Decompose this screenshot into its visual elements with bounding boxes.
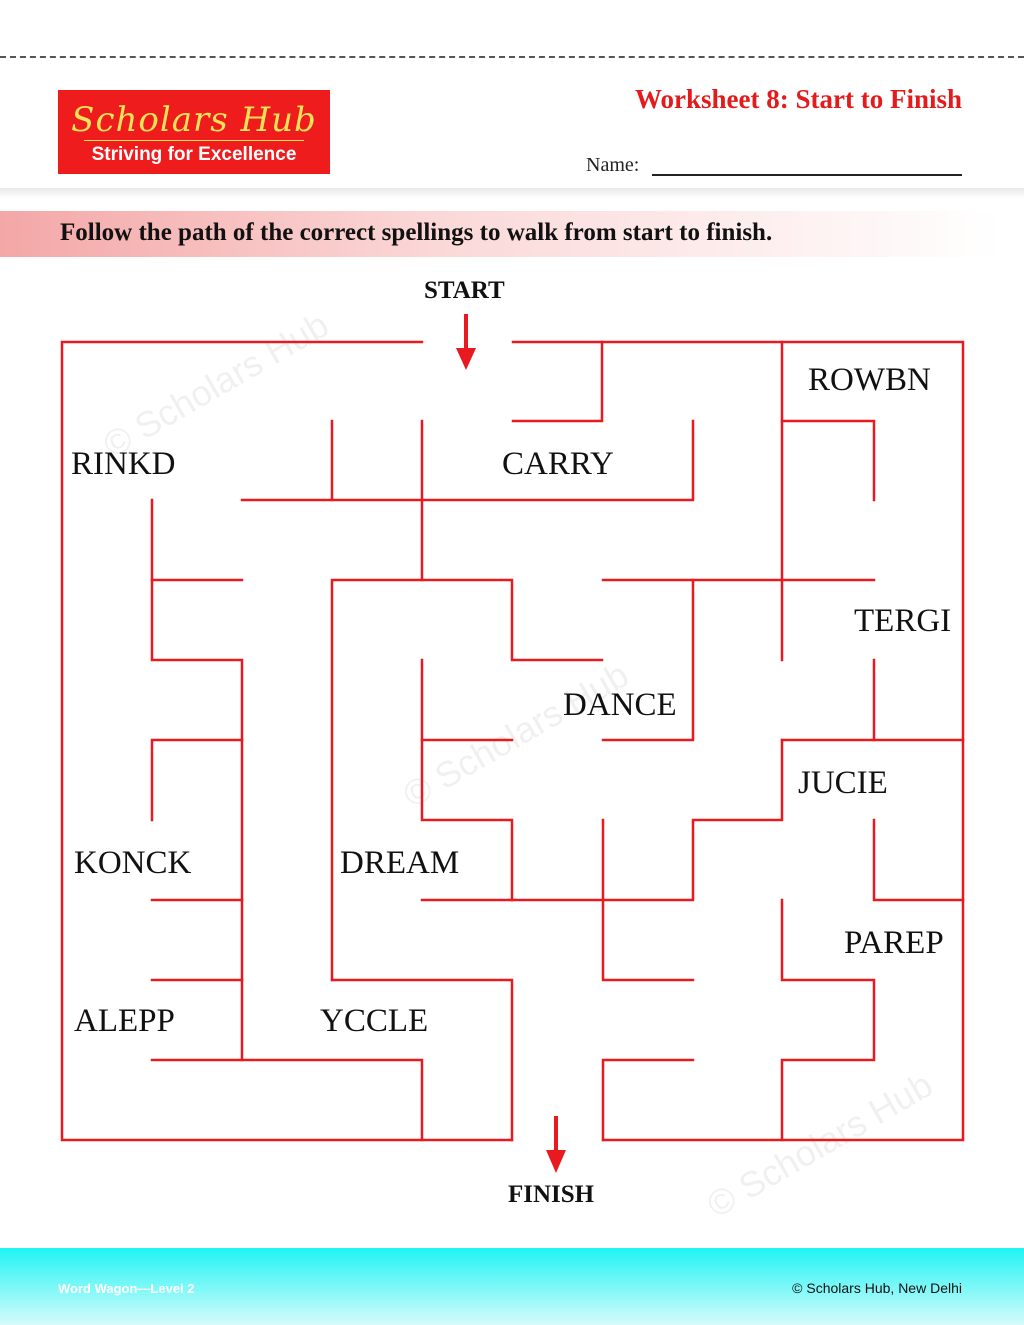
worksheet-title: Worksheet 8: Start to Finish <box>635 84 962 114</box>
maze-wall <box>780 898 876 1142</box>
logo-tagline: Striving for Excellence <box>91 144 297 165</box>
logo-rule <box>84 140 304 141</box>
footer-series: Word Wagon—Level 2 <box>58 1281 195 1296</box>
word-tergi: TERGI <box>854 603 952 639</box>
header-separator <box>0 188 1024 198</box>
maze-wall <box>511 340 604 423</box>
instruction-band <box>0 211 1000 257</box>
word-dream: DREAM <box>340 845 460 881</box>
finish-label: FINISH <box>508 1181 595 1208</box>
maze-wall <box>601 1058 695 1142</box>
logo-brand: Scholars Hub <box>71 100 317 140</box>
instructions-text: Follow the path of the correct spellings… <box>60 219 773 246</box>
word-carry: CARRY <box>502 446 614 482</box>
word-alepp: ALEPP <box>74 1003 175 1039</box>
scholars-hub-logo: Scholars Hub Striving for Excellence <box>58 90 330 174</box>
word-yccle: YCCLE <box>320 1003 429 1039</box>
maze-wall <box>601 578 695 742</box>
word-parep: PAREP <box>844 925 944 961</box>
word-jucie: JUCIE <box>798 765 888 801</box>
maze-wall <box>601 818 695 982</box>
maze-wall <box>872 818 965 902</box>
footer-copyright: © Scholars Hub, New Delhi <box>792 1280 962 1296</box>
maze-wall <box>240 419 695 502</box>
maze-wall <box>780 419 876 502</box>
start-arrow-icon <box>456 314 476 370</box>
maze-wall <box>330 978 514 1142</box>
cut-line <box>0 56 1024 58</box>
maze-wall <box>330 578 604 982</box>
word-rinkd: RINKD <box>71 446 176 482</box>
maze-wall <box>150 738 244 822</box>
maze-wall <box>150 498 424 1142</box>
maze-wall <box>60 340 514 1142</box>
word-rowbn: ROWBN <box>808 362 931 398</box>
name-label: Name: <box>586 154 640 176</box>
word-konck: KONCK <box>74 845 192 881</box>
footer-band <box>0 1248 1024 1325</box>
finish-arrow-icon <box>546 1116 566 1173</box>
name-field-line <box>652 174 962 176</box>
word-dance: DANCE <box>563 687 677 723</box>
start-label: START <box>424 277 505 304</box>
